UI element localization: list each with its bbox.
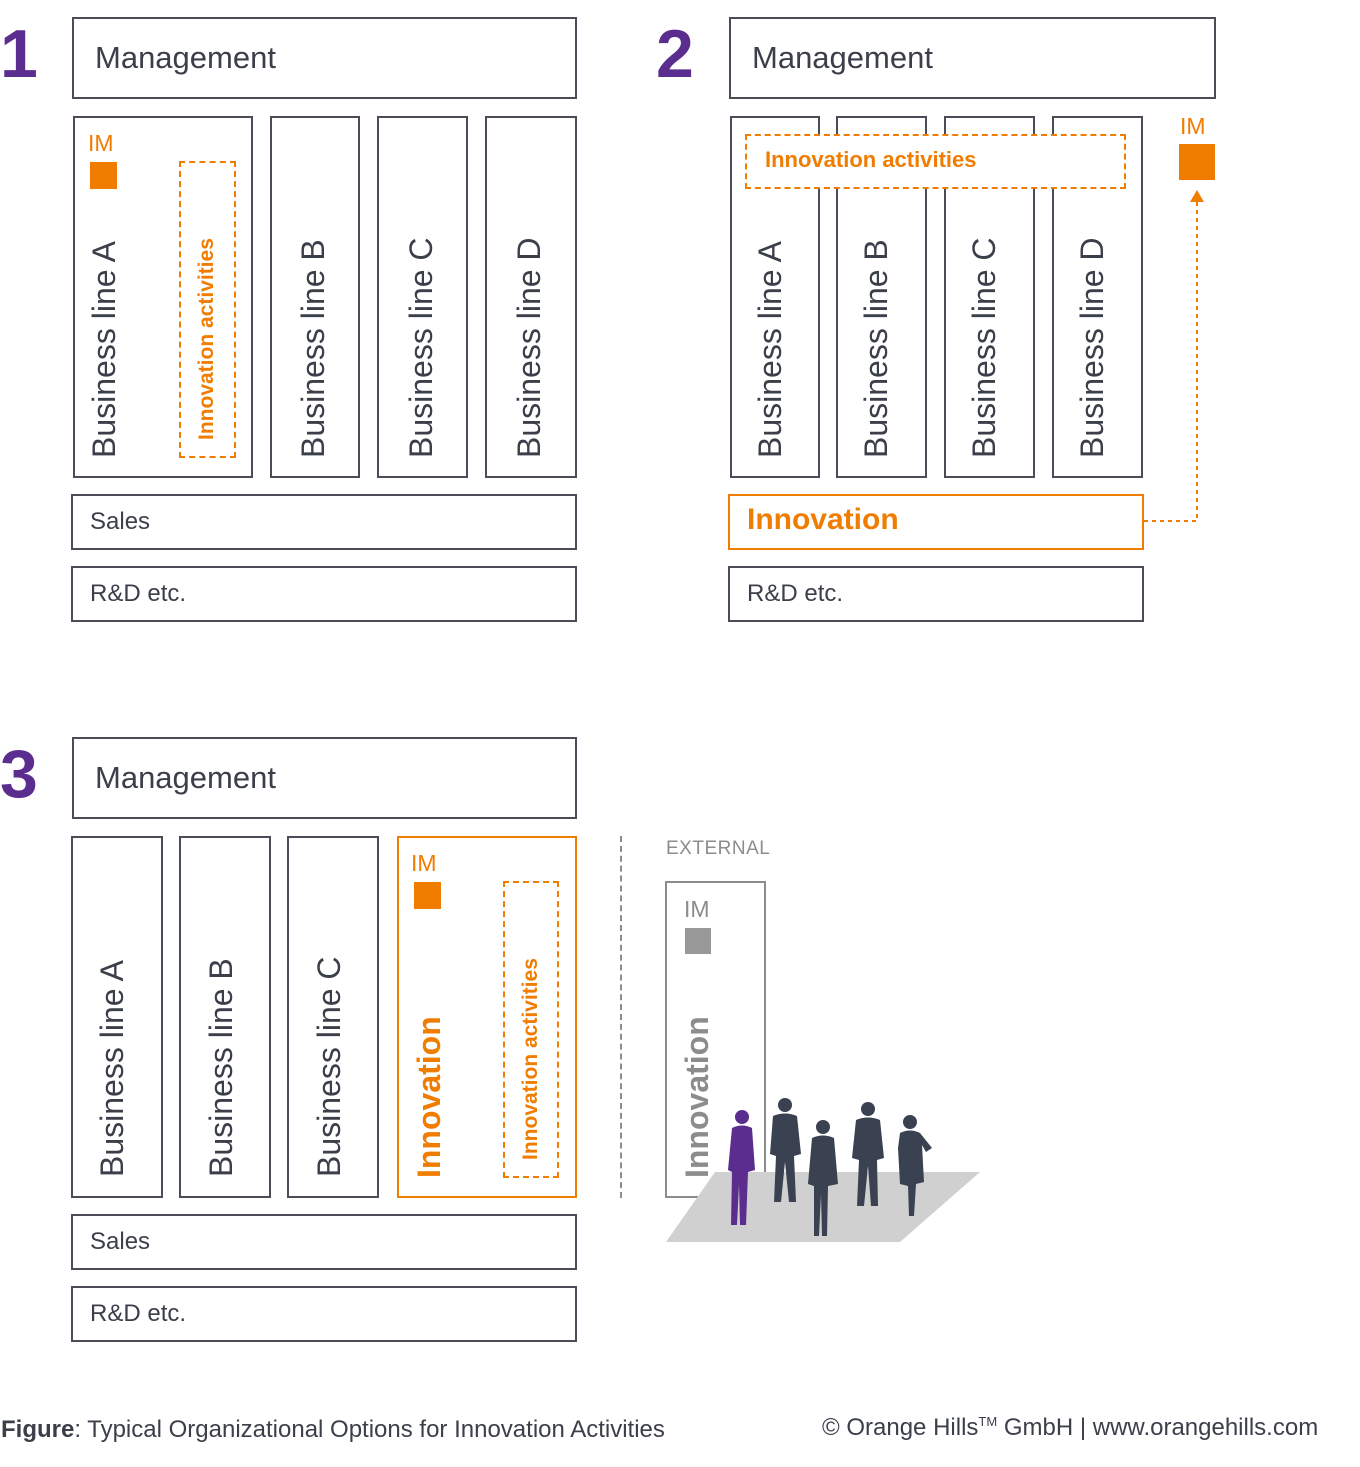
panel-1-im-label: IM [88,130,114,156]
panel-3-number: 3 [0,736,38,812]
panel-2-innovation-activities: Innovation activities [765,147,977,172]
panel-2-innovation-activities-box [745,134,1126,189]
figure-caption-label: Figure [1,1416,75,1443]
panel-1-management: Management [72,17,577,99]
panel-3-innovation-label: Innovation [411,1016,447,1178]
panel-2-business-line-d: Business line D [1074,237,1110,458]
panel-2-innovation-unit [728,494,1144,550]
panel-3-innovation-activities: Innovation activities [519,958,542,1160]
copyright-notice: © Orange HillsTM GmbH | www.orangehills.… [822,1414,1318,1442]
panel-1-business-line-b: Business line B [295,239,331,458]
panel-2-im-label: IM [1180,113,1206,139]
panel-2-number: 2 [656,16,694,92]
panel-1-business-line-c-column [377,116,468,478]
figure-caption: Figure: Typical Organizational Options f… [1,1416,665,1444]
panel-1-im-marker [90,162,117,189]
panel-3-business-line-b-column [179,836,271,1198]
panel-3-sales: Sales [71,1214,577,1270]
panel-3-business-line-a-column [71,836,163,1198]
panel-3-business-line-a: Business line A [94,959,130,1177]
external-im-label: IM [684,896,710,922]
panel-1-number: 1 [0,16,38,92]
panel-1-innovation-activities: Innovation activities [195,238,218,440]
panel-2-business-line-c: Business line C [966,237,1002,458]
external-im-marker [685,928,711,954]
panel-1-business-line-a: Business line A [86,240,122,458]
panel-3-innovation-activities-box [503,881,559,1178]
panel-1-business-line-b-column [270,116,360,478]
panel-1-business-line-d-column [485,116,577,478]
panel-2-management: Management [729,17,1216,99]
external-label: EXTERNAL [666,838,771,859]
panel-3-rnd: R&D etc. [71,1286,577,1342]
panel-3-im-label: IM [411,850,437,876]
panel-3-business-line-b: Business line B [203,958,239,1177]
external-divider [620,836,622,1198]
copyright-prefix: © Orange Hills [822,1414,979,1441]
panel-1-rnd: R&D etc. [71,566,577,622]
figure-caption-text: : Typical Organizational Options for Inn… [74,1416,665,1443]
trademark-mark: TM [978,1414,998,1429]
copyright-suffix: GmbH | www.orangehills.com [997,1414,1319,1441]
panel-2-im-marker [1179,144,1215,180]
panel-2-reporting-arrow [1144,190,1204,522]
panel-1-business-line-c: Business line C [403,237,439,458]
panel-2-innovation-label: Innovation [747,503,899,536]
panel-2-rnd: R&D etc. [728,566,1144,622]
panel-3-im-marker [414,882,441,909]
panel-1-innovation-activities-box [179,161,236,458]
panel-1-sales: Sales [71,494,577,550]
panel-2-business-line-b: Business line B [858,239,894,458]
panel-3-management: Management [72,737,577,819]
panel-1-business-line-d: Business line D [511,237,547,458]
panel-3-business-line-c: Business line C [311,956,347,1177]
panel-3-business-line-c-column [287,836,379,1198]
external-team-illustration [666,1098,980,1242]
panel-2-business-line-a: Business line A [752,240,788,458]
